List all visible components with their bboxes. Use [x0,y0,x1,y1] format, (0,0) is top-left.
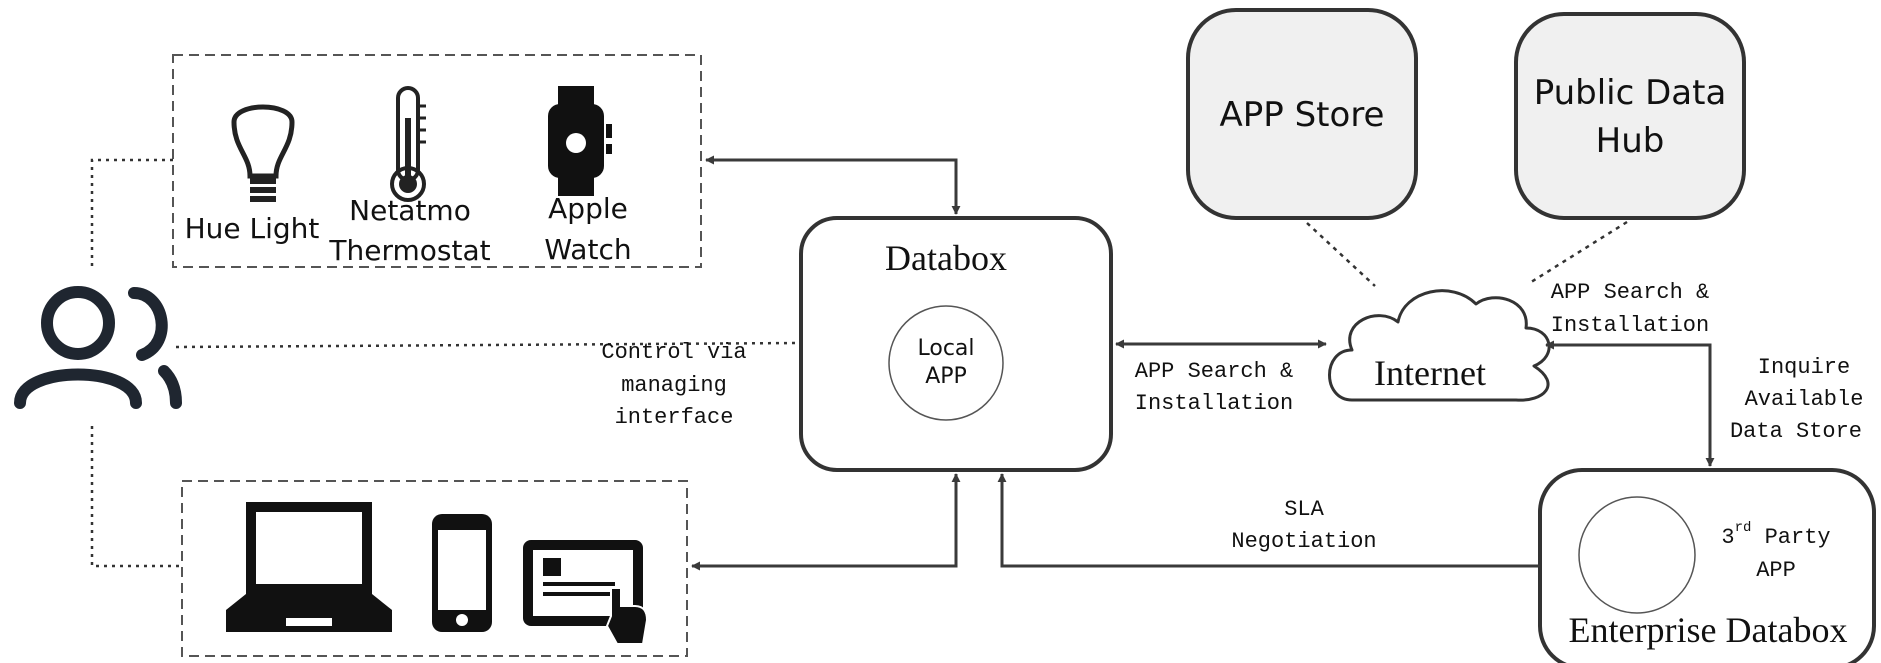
netatmo-label-1: Netatmo [349,194,471,227]
smartwatch-icon [548,86,612,196]
arrows [691,155,1715,571]
smartphone-icon [432,514,492,632]
control-label-1: Control via [601,340,746,365]
tablet-touch-icon [523,540,649,645]
sla-label-2: Negotiation [1231,529,1376,554]
inquire-label-3: Data Store [1730,419,1862,444]
arrow-devices-databox [705,155,961,215]
netatmo-label-2: Thermostat [328,234,490,267]
public-data-hub-node: Public Data Hub [1514,12,1746,220]
third-party-label-1: 3rd Party [1721,520,1830,550]
arrow-internet-enterprise [1545,340,1715,467]
internet-label: Internet [1374,353,1486,393]
apple-watch-label-2: Watch [544,233,631,266]
inquire-label-1: Inquire [1758,355,1850,380]
search-mid-label-1: APP Search & [1135,359,1293,384]
inquire-label-2: Available [1745,387,1864,412]
thermometer-icon [390,86,426,202]
local-app-label-1: Local [917,336,974,361]
internet-cloud: Internet [1328,289,1551,402]
user-dotted-connectors [90,158,801,568]
public-hub-label-1: Public Data [1534,73,1727,113]
arrow-sla-negotiation [997,473,1540,568]
control-label-3: interface [615,405,734,430]
cloud-dotted-connectors [1306,220,1628,287]
third-party-app-circle [1578,496,1696,614]
databox-node: Databox Local APP [799,216,1113,472]
hue-light-label: Hue Light [185,212,320,245]
local-app-circle [888,305,1004,421]
app-store-label: APP Store [1220,95,1385,135]
third-party-label-2: APP [1756,558,1796,583]
laptop-icon [226,502,392,632]
sla-label-1: SLA [1284,497,1324,522]
edge-labels: Control via managing interface APP Searc… [601,280,1863,554]
search-right-label-1: APP Search & [1551,280,1709,305]
search-right-label-2: Installation [1551,313,1709,338]
databox-title: Databox [885,238,1007,278]
arrow-user-devices-databox [691,473,961,571]
search-mid-label-2: Installation [1135,391,1293,416]
light-bulb-icon [231,104,295,202]
local-app-label-2: APP [925,364,967,389]
smart-devices-group: Hue Light Netatmo Thermostat Apple Watch [172,54,702,268]
user-devices-group [181,480,688,657]
public-hub-label-2: Hub [1596,121,1665,161]
enterprise-databox-title: Enterprise Databox [1569,610,1848,650]
app-store-node: APP Store [1186,8,1418,220]
users-icon [14,286,182,409]
control-label-2: managing [621,373,727,398]
apple-watch-label-1: Apple [548,192,628,225]
enterprise-databox-node: 3rd Party APP Enterprise Databox [1538,468,1876,663]
